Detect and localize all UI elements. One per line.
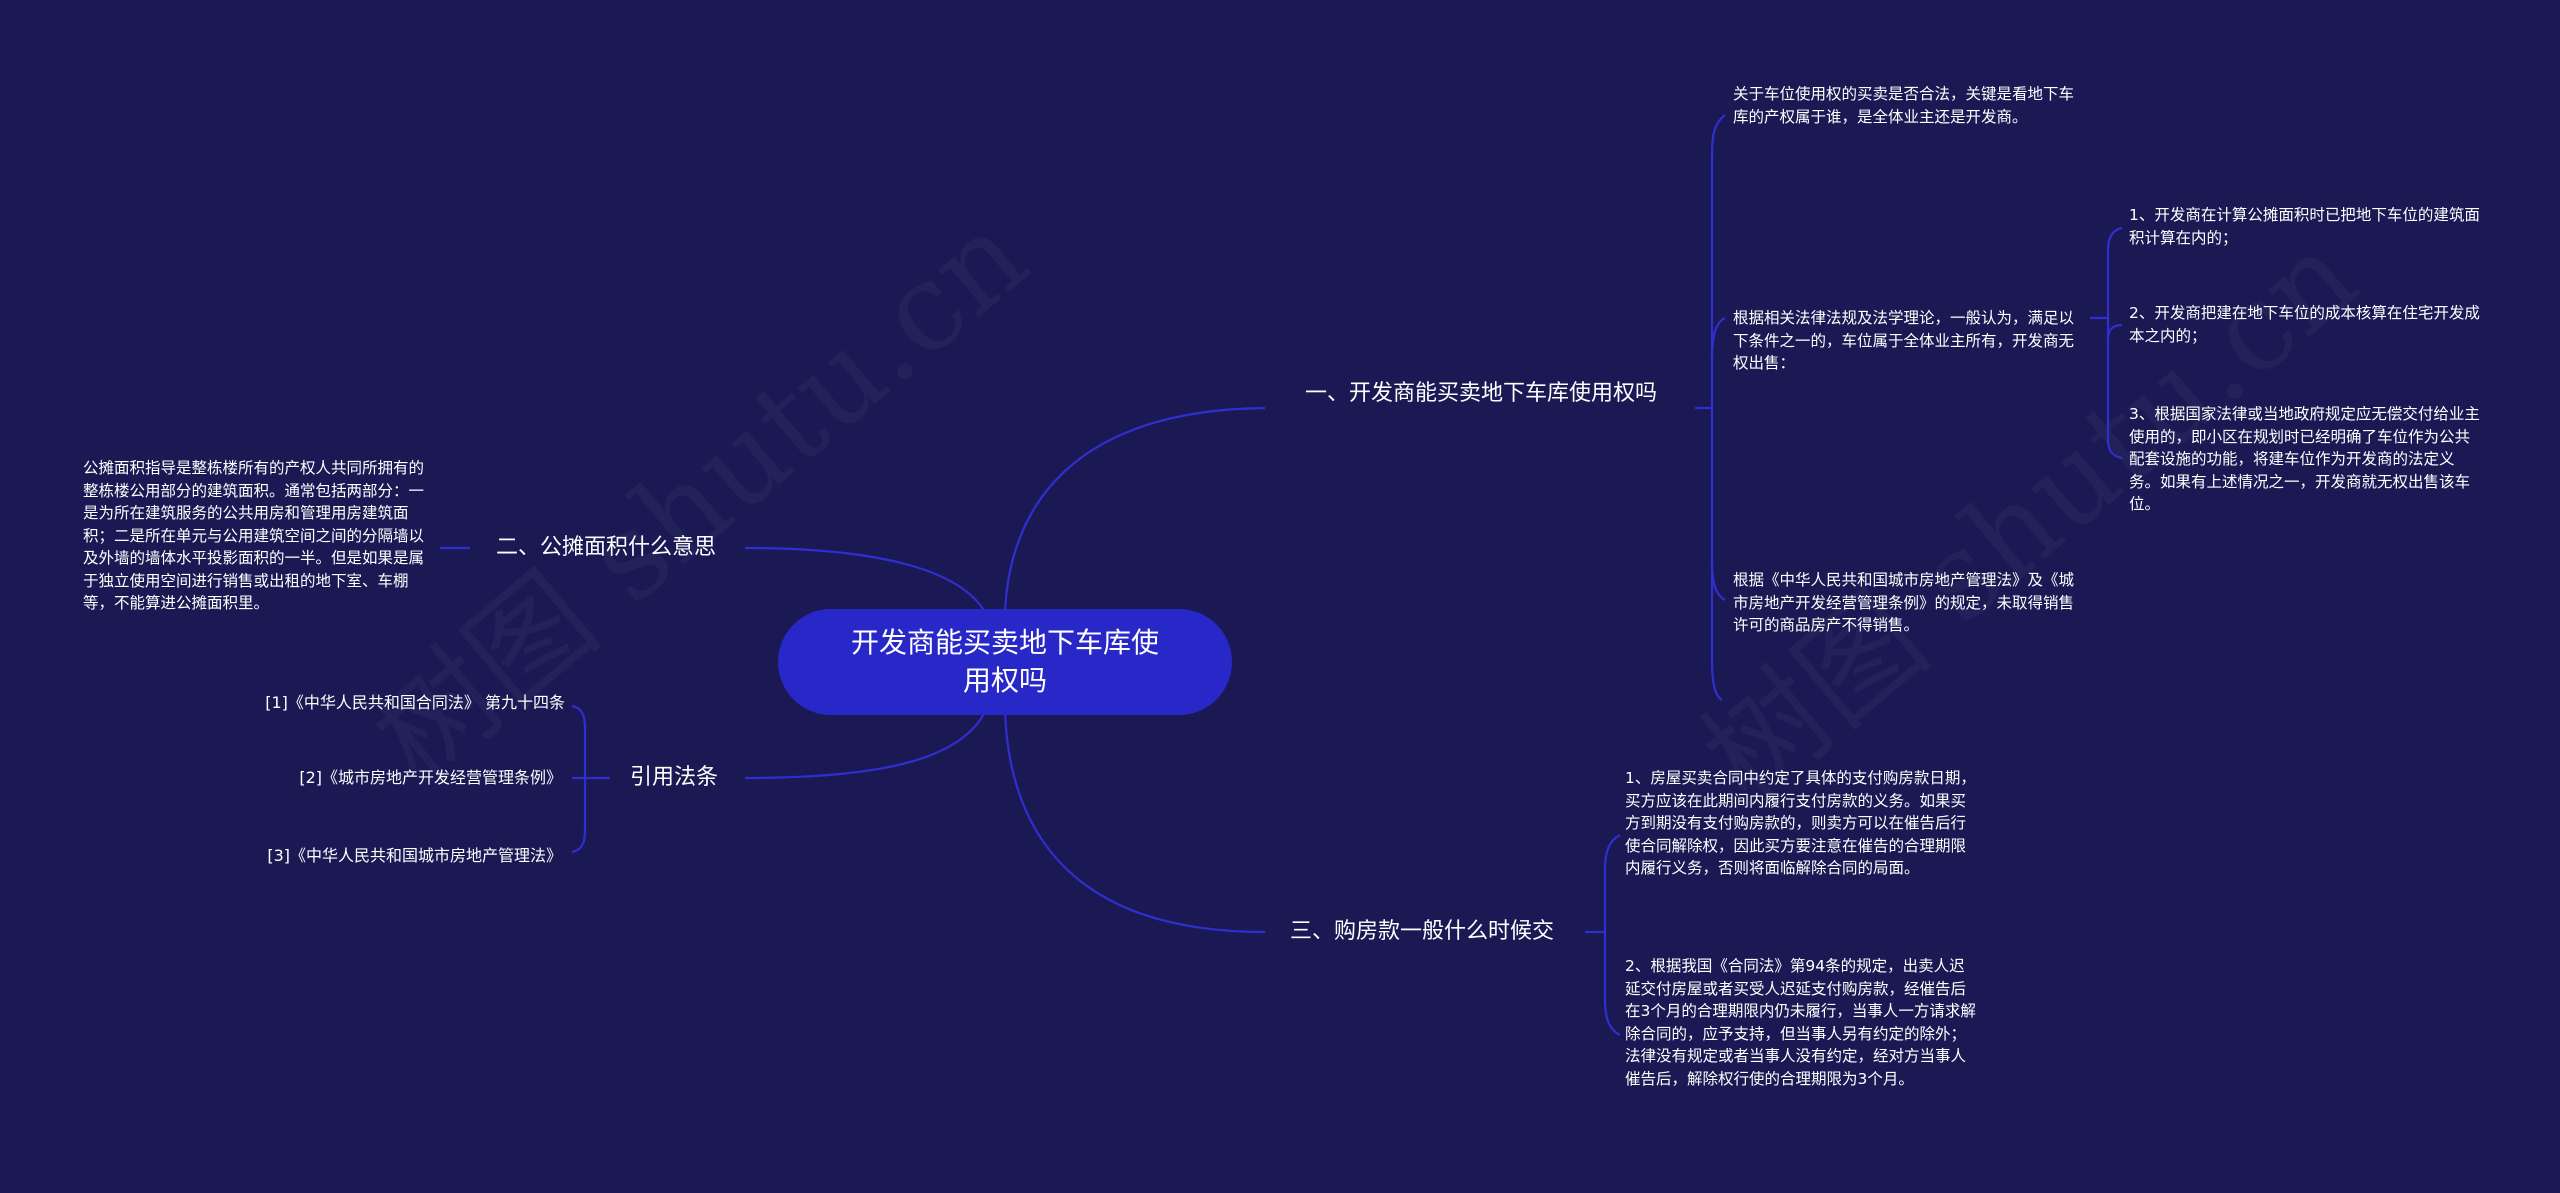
leaf-node[interactable]: 3、根据国家法律或当地政府规定应无偿交付给业主使用的，即小区在规划时已经明确了车… <box>2129 405 2480 513</box>
root-label: 开发商能买卖地下车库使用权吗 <box>850 626 1159 697</box>
branch-label: 三、购房款一般什么时候交 <box>1290 919 1555 944</box>
leaf-node[interactable]: 根据相关法律法规及法学理论，一般认为，满足以下条件之一的，车位属于全体业主所有，… <box>1733 309 2075 372</box>
branch-label: 引用法条 <box>630 765 719 790</box>
root-node[interactable]: 开发商能买卖地下车库使用权吗 <box>778 609 1232 715</box>
branch-node-1[interactable]: 一、开发商能买卖地下车库使用权吗 <box>1305 379 1665 409</box>
reference-item[interactable]: [1]《中华人民共和国合同法》 第九十四条 <box>265 693 565 712</box>
leaf-node[interactable]: 关于车位使用权的买卖是否合法，关键是看地下车库的产权属于谁，是全体业主还是开发商… <box>1733 85 2075 126</box>
reference-item[interactable]: [3]《中华人民共和国城市房地产管理法》 <box>267 846 562 865</box>
leaf-node[interactable]: 2、根据我国《合同法》第94条的规定，出卖人迟延交付房屋或者买受人迟延支付购房款… <box>1625 957 1976 1088</box>
branch-label: 二、公摊面积什么意思 <box>496 535 717 560</box>
branch-node-3[interactable]: 引用法条 <box>630 763 718 793</box>
leaf-node[interactable]: 公摊面积指导是整栋楼所有的产权人共同所拥有的整栋楼公用部分的建筑面积。通常包括两… <box>83 459 425 612</box>
leaf-node[interactable]: 根据《中华人民共和国城市房地产管理法》及《城市房地产开发经营管理条例》的规定，未… <box>1733 571 2075 634</box>
leaf-node[interactable]: 2、开发商把建在地下车位的成本核算在住宅开发成本之内的； <box>2129 304 2480 345</box>
branch-label: 一、开发商能买卖地下车库使用权吗 <box>1305 381 1658 406</box>
leaf-node[interactable]: 1、开发商在计算公摊面积时已把地下车位的建筑面积计算在内的； <box>2129 206 2480 247</box>
leaf-node[interactable]: 1、房屋买卖合同中约定了具体的支付购房款日期，买方应该在此期间内履行支付房款的义… <box>1625 769 1976 877</box>
reference-item[interactable]: [2]《城市房地产开发经营管理条例》 <box>299 768 562 787</box>
watermark-left: 树图 shutu.cn <box>330 164 1057 813</box>
branch-node-4[interactable]: 三、购房款一般什么时候交 <box>1290 917 1554 947</box>
branch-node-2[interactable]: 二、公摊面积什么意思 <box>496 533 716 563</box>
